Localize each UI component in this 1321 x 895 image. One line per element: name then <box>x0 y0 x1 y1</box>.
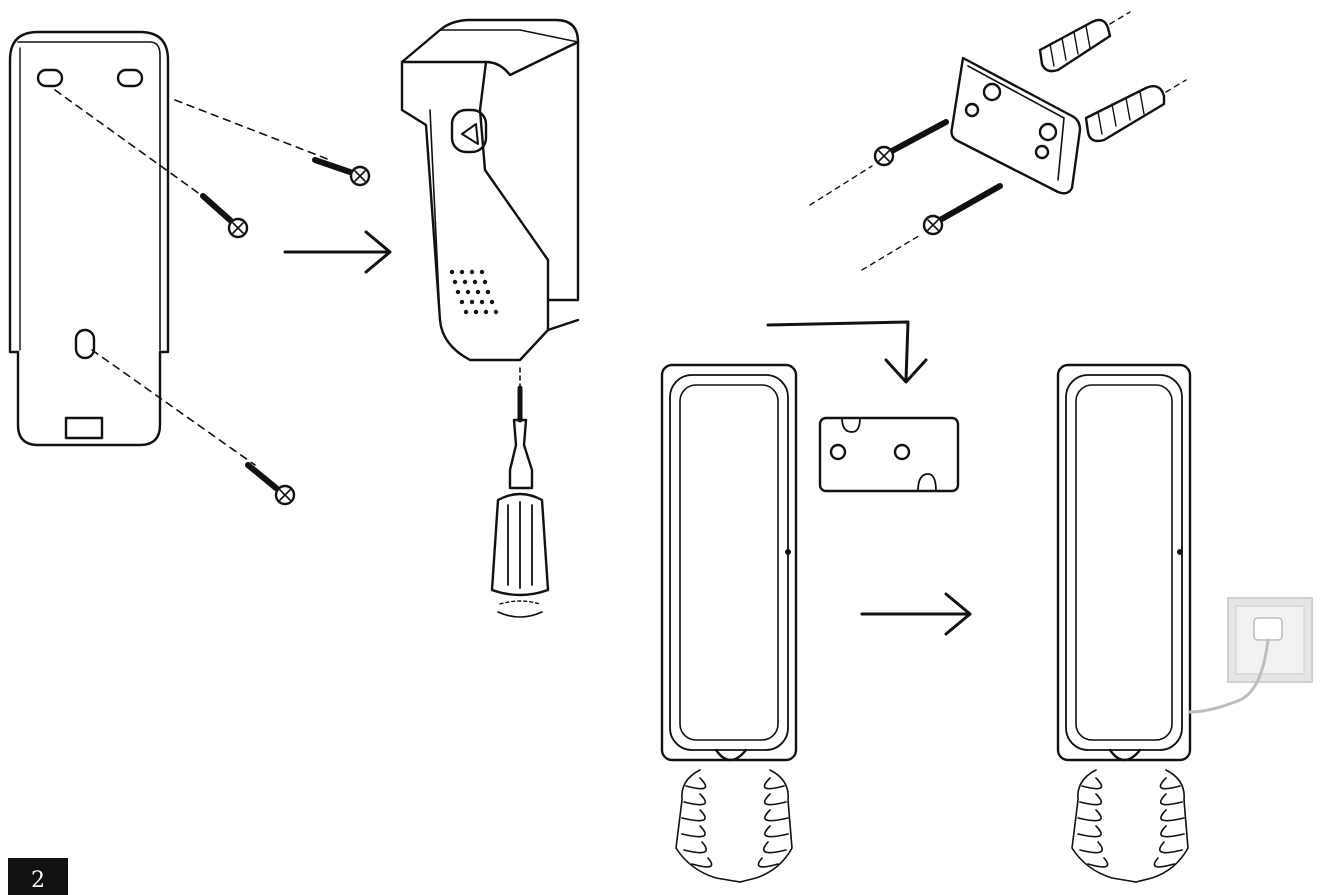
wall-plug-icon <box>1084 79 1187 143</box>
doorbell-unit-icon <box>400 18 580 362</box>
screw-icon <box>861 183 1003 271</box>
screw-icon <box>809 119 949 206</box>
handset-icon <box>660 363 798 762</box>
handset-icon <box>1056 363 1192 762</box>
screw-icon <box>245 462 296 506</box>
wall-plug-icon <box>1038 11 1131 73</box>
page-number: 2 <box>8 858 68 895</box>
arrow-right-icon <box>860 592 972 636</box>
coiled-cord-icon <box>1071 769 1189 883</box>
guide-lines <box>54 89 331 466</box>
mounting-bracket-icon <box>950 56 1082 195</box>
mounting-bracket-icon <box>818 416 960 493</box>
wall-socket-icon <box>1188 597 1313 714</box>
speaker-grille <box>449 269 499 315</box>
screw-icon <box>312 157 371 187</box>
coiled-cord-icon <box>675 769 793 883</box>
arrow-right-icon <box>283 230 392 274</box>
screw-icon <box>200 193 249 239</box>
backplate-icon <box>8 30 170 447</box>
screwdriver-icon <box>490 367 550 618</box>
arrow-down-icon <box>766 320 928 384</box>
